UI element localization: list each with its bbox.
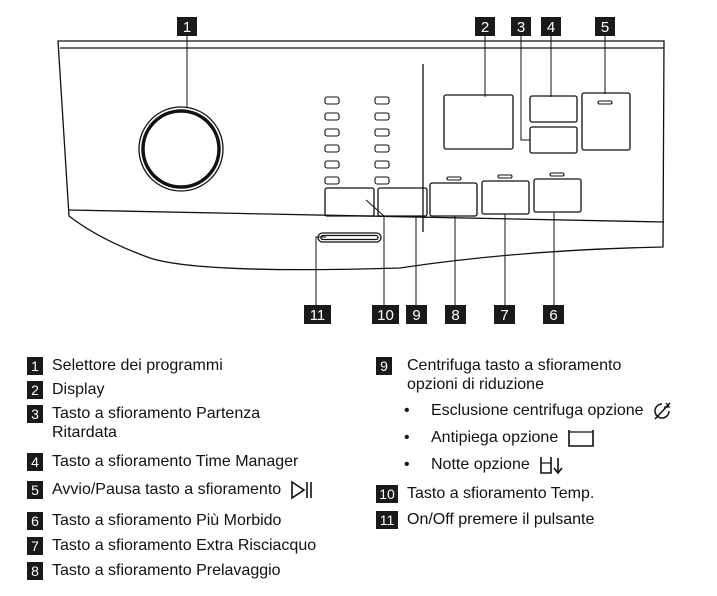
legend-text: Display (52, 381, 105, 398)
legend-badge: 11 (376, 511, 398, 529)
no-spin-icon (654, 402, 671, 420)
callout-8-label: 8 (451, 307, 459, 324)
callout-2-label: 2 (481, 19, 489, 36)
callout-badges (177, 17, 615, 324)
legend-right: 9 Centrifuga tasto a sfioramento opzioni… (376, 356, 711, 536)
delay-start-button (529, 126, 578, 154)
legend-badge: 3 (27, 405, 43, 423)
legend-text: Tasto a sfioramento Time Manager (52, 453, 299, 470)
legend-text-line2: opzioni di riduzione (407, 376, 544, 393)
bullet: • (404, 456, 410, 473)
callout-7-label: 7 (500, 307, 508, 324)
callout-11-label: 11 (310, 307, 326, 324)
sub-option-text-wrap: Antipiega opzione (431, 428, 595, 448)
callout-6-label: 6 (549, 307, 557, 324)
legend-badge: 6 (27, 512, 43, 530)
callout-6-badge (543, 305, 564, 324)
legend-text: On/Off premere il pulsante (407, 511, 595, 528)
legend-text: Avvio/Pausa tasto a sfioramento (52, 481, 282, 499)
callout-9-label: 9 (412, 307, 420, 324)
legend-text-line2: Ritardata (52, 424, 117, 441)
callout-5-label: 5 (601, 19, 609, 36)
sub-option-text: Esclusione centrifuga opzione (431, 402, 644, 420)
legend-badge: 1 (27, 357, 43, 375)
callout-11-badge (304, 305, 331, 324)
legend-badge: 7 (27, 537, 43, 555)
prewash-button (429, 182, 478, 217)
legend-text: Selettore dei programmi (52, 357, 223, 374)
callout-10-label: 10 (377, 307, 394, 324)
program-selector-knob (138, 106, 224, 192)
spin-button (377, 187, 428, 217)
legend-text: Centrifuga tasto a sfioramento (407, 357, 622, 374)
bullet: • (404, 402, 410, 419)
sub-option-text-wrap: Esclusione centrifuga opzione (431, 401, 672, 421)
callout-3-label: 3 (517, 19, 525, 36)
callout-1-label: 1 (183, 19, 191, 36)
legend-text: Tasto a sfioramento Extra Risciacquo (52, 537, 317, 554)
time-manager-button (529, 95, 578, 123)
on-off-button (317, 232, 382, 243)
legend-text: Tasto a sfioramento Più Morbido (52, 512, 282, 529)
legend-badge: 5 (27, 481, 43, 499)
legend-text: Tasto a sfioramento Temp. (407, 485, 595, 502)
extra-rinse-button (481, 180, 530, 215)
sub-option-text-wrap: Notte opzione (431, 455, 564, 475)
control-panel-diagram: 1 2 3 4 5 6 7 8 9 10 11 (57, 17, 665, 324)
sub-option-text: Antipiega opzione (431, 429, 559, 447)
night-icon (540, 457, 563, 475)
callout-9-badge (406, 305, 427, 324)
callout-4-badge (541, 17, 561, 36)
legend-badge: 4 (27, 453, 43, 471)
callout-4-label: 4 (547, 19, 555, 36)
legend-badge: 8 (27, 562, 43, 580)
program-indicator-lights (324, 96, 390, 185)
sub-option-text: Notte opzione (431, 456, 530, 474)
callout-5-badge (595, 17, 615, 36)
display (443, 94, 514, 150)
button-indicator-marks (446, 100, 613, 181)
play-pause-icon (290, 480, 312, 500)
legend-text: Tasto a sfioramento Prelavaggio (52, 562, 281, 579)
soft-plus-button (533, 178, 582, 213)
callout-2-badge (475, 17, 495, 36)
legend-badge: 2 (27, 381, 43, 399)
rinse-hold-icon (567, 430, 594, 447)
callout-1-badge (177, 17, 197, 36)
legend-left: 1 Selettore dei programmi 2 Display 3 Ta… (27, 356, 357, 586)
callout-7-badge (494, 305, 515, 324)
legend-text-wrap: Avvio/Pausa tasto a sfioramento (52, 480, 314, 500)
start-pause-button (581, 92, 631, 151)
legend-text: Tasto a sfioramento Partenza (52, 405, 261, 422)
legend-badge: 9 (376, 357, 392, 375)
callout-8-badge (445, 305, 466, 324)
callout-3-badge (511, 17, 531, 36)
legend-badge: 10 (376, 485, 398, 503)
callout-10-badge (372, 305, 399, 324)
bullet: • (404, 429, 410, 446)
callout-leader-lines (186, 34, 606, 308)
temp-button (324, 187, 375, 217)
